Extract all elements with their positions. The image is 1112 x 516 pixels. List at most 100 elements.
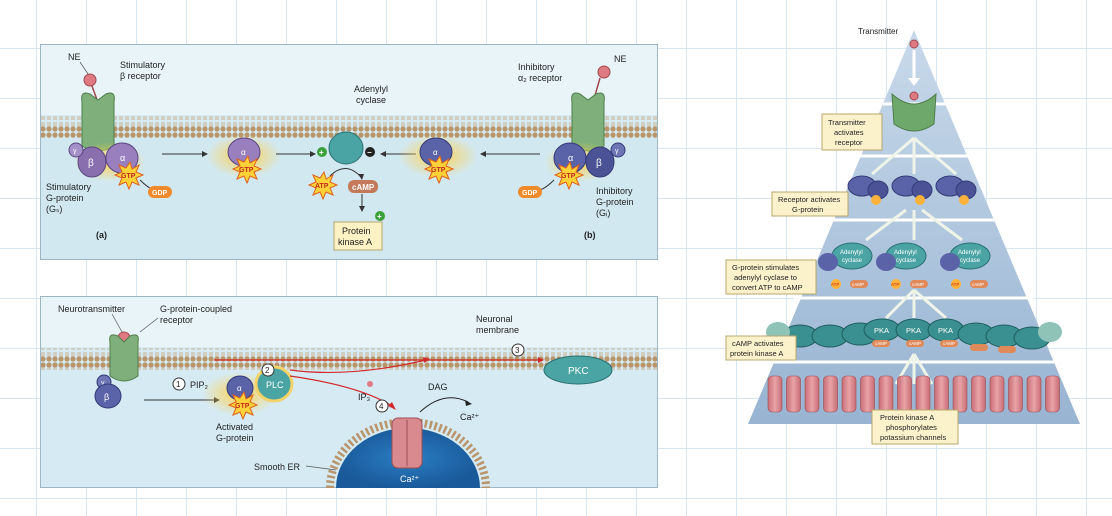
pka-camp-1: cAMP — [875, 341, 887, 346]
pka-label-3: PKA — [938, 326, 953, 335]
gs-gamma-label: γ — [73, 148, 77, 155]
ac3-line-2: cyclase — [960, 258, 981, 264]
box5-line-3: potassium channels — [880, 433, 947, 442]
cell-membrane — [41, 116, 657, 138]
gtp-label-middle-left: GTP — [239, 167, 254, 174]
pyr-camp-2: cAMP — [912, 282, 924, 287]
adenylyl-label-2: cyclase — [356, 95, 386, 105]
step-4-marker — [375, 399, 389, 413]
potassium-channel — [804, 375, 820, 413]
step-box-camp-activates — [725, 335, 797, 361]
pkc-enzyme — [543, 355, 613, 385]
minus-label-ac: − — [367, 148, 372, 157]
potassium-channel — [823, 375, 838, 413]
gdp-badge-right — [518, 186, 542, 198]
panel-label-a: (a) — [96, 230, 107, 240]
gi-gamma-label: γ — [615, 148, 619, 155]
box4-line-1: cAMP activates — [732, 339, 784, 348]
transmitter-molecule — [909, 39, 919, 49]
step-box-gprotein-stimulates — [725, 259, 817, 295]
plus-label-ac: + — [319, 148, 324, 157]
potassium-channel — [1045, 375, 1060, 413]
potassium-channel — [971, 375, 986, 413]
stim-gprotein-label-1: Stimulatory — [46, 182, 92, 192]
atp-label: ATP — [315, 183, 329, 190]
pka-label-2: PKA — [906, 326, 921, 335]
stim-receptor-label-1: Stimulatory — [120, 60, 166, 70]
ne-label-left: NE — [68, 52, 81, 62]
box5-line-2: phosphorylates — [886, 423, 937, 432]
pyr-atp-1: ATP — [831, 282, 839, 287]
pka-camp-3: cAMP — [943, 341, 955, 346]
gtp-label-right: GTP — [561, 173, 576, 180]
pyr-camp-1: cAMP — [852, 282, 864, 287]
box1-line-2: activates — [834, 128, 864, 137]
calcium-out-label: Ca²⁺ — [460, 412, 480, 422]
activated-gprotein-label-2: G-protein — [216, 433, 254, 443]
gtp-burst-middle-left — [231, 154, 263, 185]
box3-line-2: adenylyl cyclase to — [734, 273, 797, 282]
step-4-label: 4 — [379, 402, 384, 411]
ip3-label: IP₃ — [358, 392, 371, 402]
gs-beta-subunit — [77, 146, 107, 178]
potassium-channel — [786, 375, 801, 413]
stimulatory-inhibitory-panel: NE Stimulatory β receptor β α γ GTP GDP … — [40, 44, 658, 260]
gs-beta-label: β — [88, 158, 94, 169]
stim-gprotein-label-3: (Gₛ) — [46, 204, 62, 214]
potassium-channel — [1008, 375, 1023, 413]
potassium-channel — [934, 375, 949, 413]
step-1-label: 1 — [176, 380, 181, 389]
gprotein-row — [847, 175, 977, 205]
step-box-pka-phosphorylates — [871, 409, 959, 445]
plus-sign-pka — [375, 211, 385, 221]
stim-receptor-label-2: β receptor — [120, 71, 161, 81]
gpcr-receptor — [109, 334, 139, 382]
gdp-label-right: GDP — [522, 190, 538, 197]
gtp-label-left: GTP — [121, 173, 136, 180]
camp-label: cAMP — [352, 183, 375, 192]
potassium-channel-row — [767, 375, 1060, 413]
pyramid-receptor — [891, 92, 937, 132]
step-3-label: 3 — [515, 346, 520, 355]
gs-gamma-subunit — [68, 142, 84, 158]
step-3-marker — [511, 343, 525, 357]
pkc-label: PKC — [568, 366, 589, 377]
box1-line-3: receptor — [835, 138, 863, 147]
box3-line-1: G-protein stimulates — [732, 263, 799, 272]
activated-alpha-label: α — [237, 384, 242, 393]
box2-line-1: Receptor activates — [778, 195, 840, 204]
gtp-label-bottom: GTP — [235, 403, 250, 410]
step-2-marker — [261, 363, 275, 377]
step-box-receptor-activates — [771, 191, 849, 217]
pip2-label: PIP₂ — [190, 380, 209, 390]
plc-pathway-panel: Neurotransmitter G-protein-coupled recep… — [40, 296, 658, 488]
potassium-channel — [767, 375, 783, 413]
ne-molecule-right — [597, 65, 611, 79]
ac2-line-2: cyclase — [896, 258, 917, 264]
free-alpha-stim-label: α — [241, 148, 246, 157]
gi-beta-subunit — [585, 146, 615, 178]
ne-molecule-left — [83, 73, 97, 87]
box1-line-1: Transmitter — [828, 118, 866, 127]
resting-gamma-label: γ — [101, 380, 105, 387]
atp-burst — [307, 170, 339, 201]
pyr-camp-3: cAMP — [972, 282, 984, 287]
gpcr-label-2: receptor — [160, 315, 193, 325]
inhib-gprotein-label-1: Inhibitory — [596, 186, 633, 196]
plus-sign-ac — [317, 147, 327, 157]
gtp-burst-right — [553, 160, 585, 191]
pka-label-2: kinase A — [338, 237, 372, 247]
calcium-in-label: Ca²⁺ — [400, 474, 420, 484]
gtp-label-middle-right: GTP — [431, 167, 446, 174]
dag-label: DAG — [428, 382, 448, 392]
stim-gprotein-label-2: G-protein — [46, 193, 84, 203]
neurotransmitter-label: Neurotransmitter — [58, 304, 125, 314]
box4-line-2: protein kinase A — [730, 349, 783, 358]
potassium-channel — [915, 375, 931, 413]
ne-label-right: NE — [614, 54, 627, 64]
protein-kinase-a-box — [333, 221, 383, 251]
pka-label-1: Protein — [342, 226, 371, 236]
gtp-burst-bottom — [227, 390, 259, 421]
activated-gprotein-label-1: Activated — [216, 422, 253, 432]
resting-beta-label: β — [104, 392, 109, 402]
